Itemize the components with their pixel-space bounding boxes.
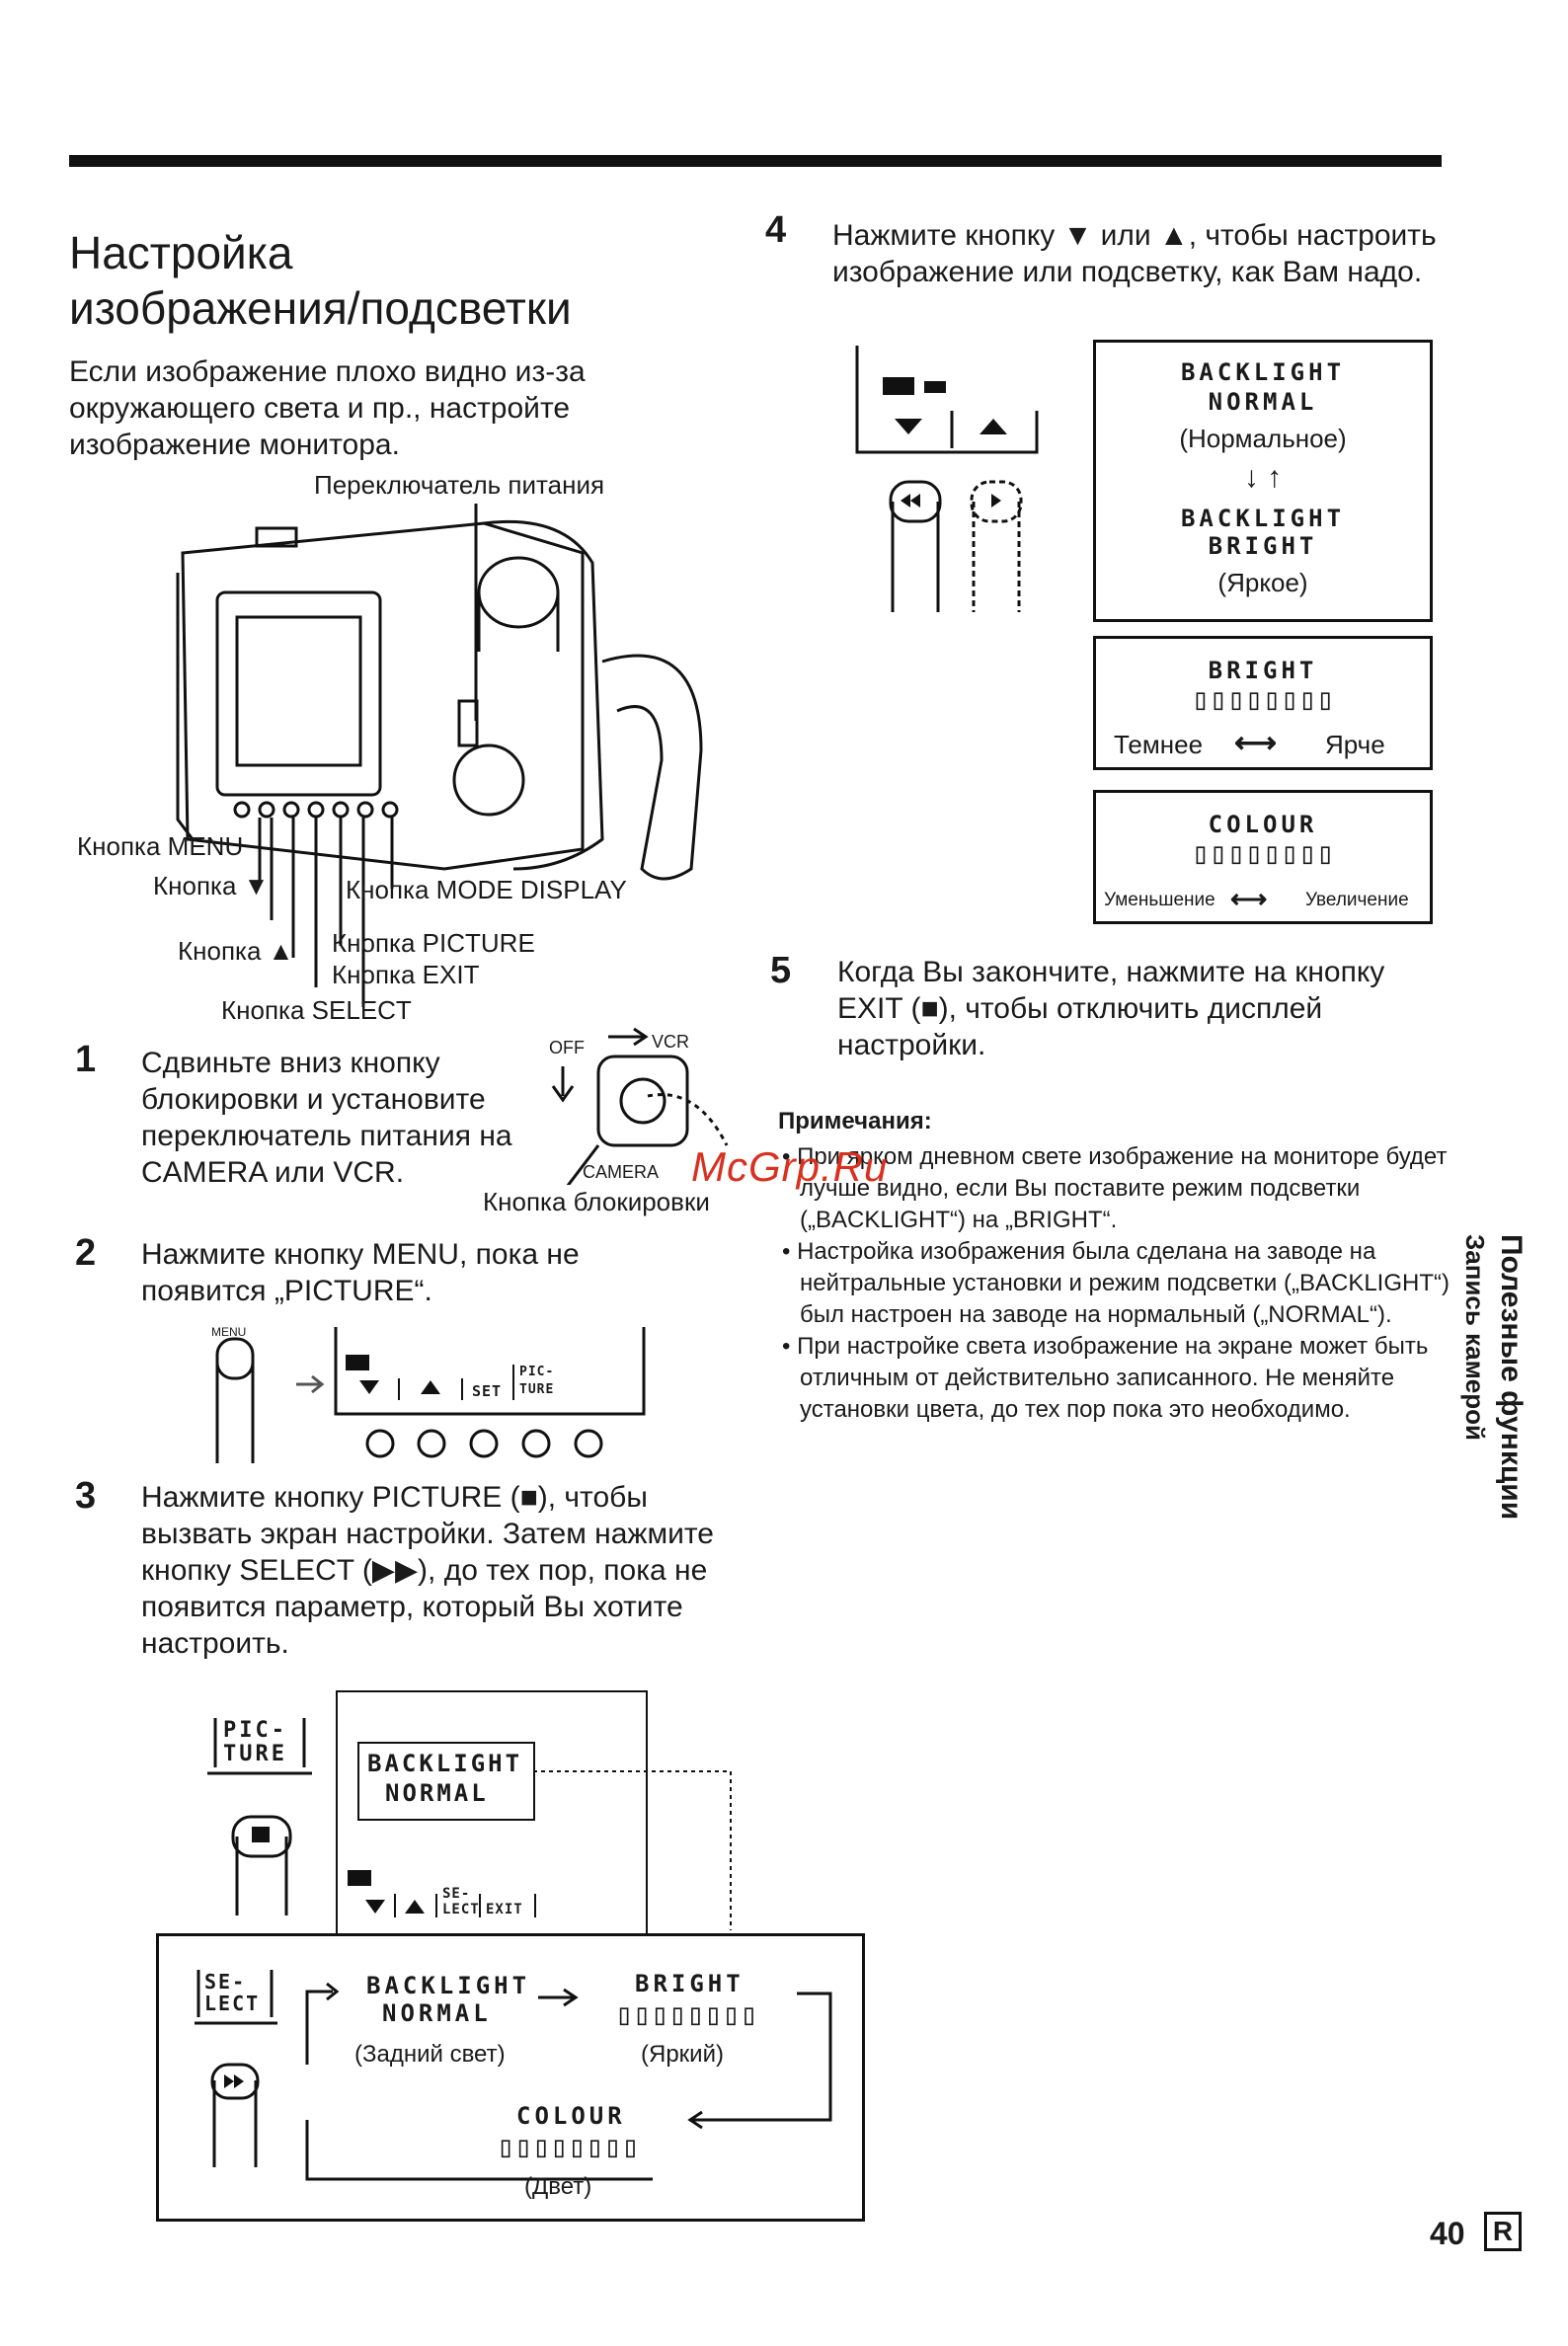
step-5-number: 5: [770, 950, 792, 991]
btn-picture-label: Кнопка PICTURE: [332, 928, 535, 958]
step-2-number: 2: [75, 1232, 97, 1274]
cycle-normal: NORMAL: [382, 1999, 492, 2027]
camcorder-illustration: [176, 504, 703, 1007]
notes: Примечания: • При ярком дневном свете из…: [778, 1106, 1459, 1426]
top-rule: [69, 155, 1442, 167]
cycle-bright-bar: ▯▯▯▯▯▯▯▯: [615, 1997, 758, 2032]
note-item: • При ярком дневном свете изображение на…: [782, 1143, 1448, 1233]
watermark: McGrp.Ru: [691, 1143, 889, 1190]
colour-panel: COLOUR ▯▯▯▯▯▯▯▯ Уменьшение ⟷ Увеличение: [1093, 790, 1433, 924]
step-4-buttons-figure: [855, 346, 1039, 612]
backlight-panel: BACKLIGHT NORMAL (Нормальное) ↓ ↑ BACKLI…: [1093, 340, 1433, 622]
cycle-bright-caption: (Яркий): [641, 2041, 724, 2068]
intro-text: Если изображение плохо видно из-за окруж…: [69, 355, 586, 461]
cycle-colour: COLOUR: [516, 2102, 626, 2130]
btn-menu-label: Кнопка MENU: [77, 831, 244, 861]
cycle-colour-bar: ▯▯▯▯▯▯▯▯: [497, 2130, 640, 2164]
cycle-backlight-caption: (Задний свет): [354, 2041, 506, 2068]
step-3-screen: BACKLIGHT NORMAL SE- LECT EXIT: [336, 1690, 648, 1939]
lock-button-label: Кнопка блокировки: [483, 1187, 710, 1216]
btn-mode-display-label: Кнопка MODE DISPLAY: [346, 875, 627, 904]
btn-up-label: Кнопка ▲: [178, 936, 294, 966]
page-title: Настройка изображения/подсветки: [69, 227, 572, 334]
btn-exit-label: Кнопка EXIT: [332, 960, 480, 989]
btn-down-label: Кнопка ▼: [153, 871, 270, 900]
btn-select-label: Кнопка SELECT: [221, 995, 412, 1025]
step-1-number: 1: [75, 1039, 97, 1080]
step-5-text: Когда Вы закончите, нажмите на кнопку EX…: [837, 956, 1385, 1061]
cycle-bright: BRIGHT: [635, 1970, 745, 1997]
note-item: • При настройке света изображение на экр…: [782, 1333, 1429, 1423]
power-switch-figure: OFF VCR CAMERA: [549, 1027, 737, 1185]
step-1-text: Сдвиньте вниз кнопку блокировки и устано…: [141, 1047, 512, 1189]
backlight-normal-box: BACKLIGHT NORMAL: [357, 1742, 535, 1821]
step-4-text: Нажмите кнопку ▼ или ▲, чтобы настроить …: [832, 219, 1437, 288]
step-2-figure: MENU SET PIC- TURE: [197, 1325, 652, 1473]
select-cycle-box: SE- LECT BACKLIGHT NORMAL (Задний свет) …: [156, 1933, 865, 2222]
side-section-label: Полезные функции Запись камерой: [1460, 1234, 1528, 1521]
note-item: • Настройка изображения была сделана на …: [782, 1238, 1450, 1328]
step-4-number: 4: [765, 209, 787, 251]
cycle-backlight: BACKLIGHT: [366, 1972, 531, 1999]
power-switch-label: Переключатель питания: [314, 470, 605, 500]
page-number: 40: [1430, 2216, 1465, 2251]
step-2-text: Нажмите кнопку MENU, пока не появится „P…: [141, 1238, 580, 1307]
bright-panel: BRIGHT ▯▯▯▯▯▯▯▯ Темнее ⟷ Ярче: [1093, 636, 1433, 770]
language-badge: R: [1484, 2212, 1522, 2251]
dotted-connector: [533, 1770, 732, 1930]
step-3-number: 3: [75, 1475, 97, 1517]
step-3-text: Нажмите кнопку PICTURE (■), чтобы вызват…: [141, 1481, 714, 1660]
cycle-colour-caption: (Двет): [524, 2173, 592, 2200]
